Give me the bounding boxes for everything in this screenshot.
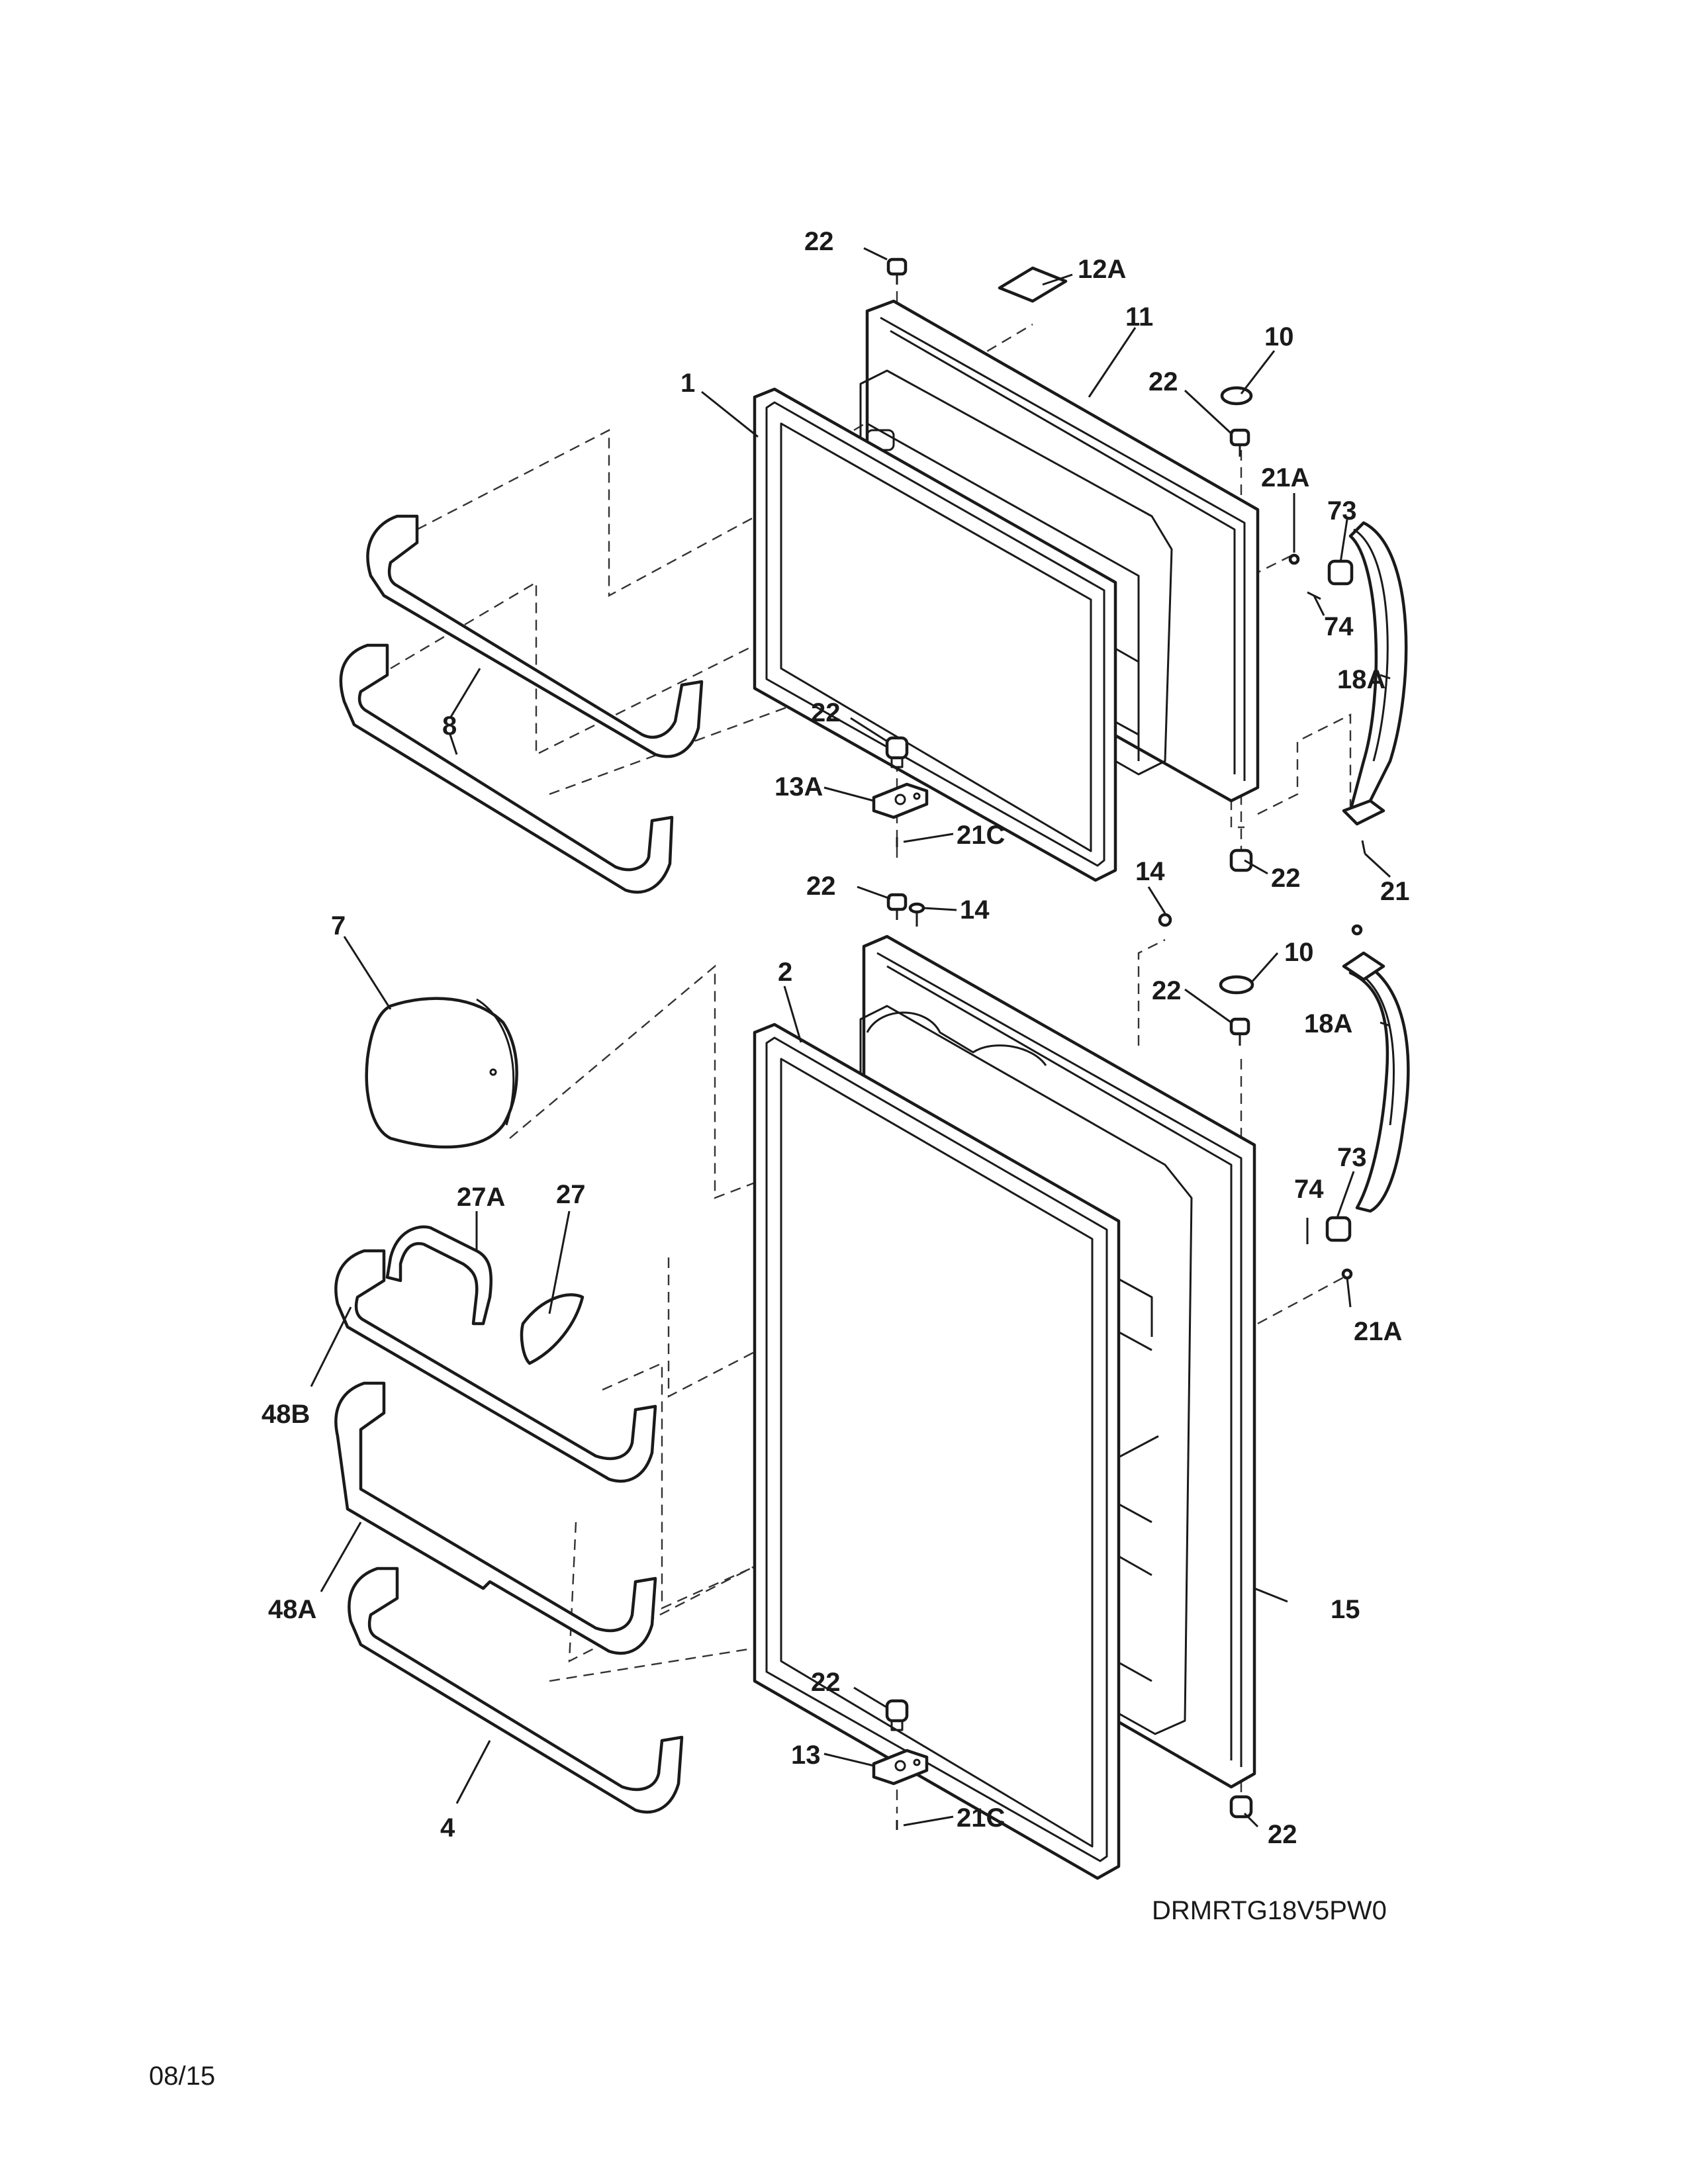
shelf-4 [348, 1567, 684, 1814]
handle-27a [385, 1225, 493, 1326]
bracket-73-upper [1327, 559, 1354, 586]
callout-22: 22 [1149, 367, 1178, 396]
callout-12a: 12A [1078, 255, 1126, 284]
callout-18a: 18A [1337, 665, 1385, 694]
bracket-73-lower [1325, 1216, 1352, 1242]
fresh-food-door-assembly [753, 893, 1410, 1880]
label-12a [998, 266, 1068, 303]
callout-10: 10 [1284, 938, 1314, 967]
screw-22-top-upper [886, 257, 908, 285]
callout-73: 73 [1337, 1143, 1367, 1172]
hinge-13a [872, 782, 929, 819]
callout-27a: 27A [457, 1183, 505, 1212]
callout-10: 10 [1264, 322, 1294, 351]
callout-21: 21 [1380, 877, 1410, 906]
hinge-pin-22-bottom-lower [1229, 1795, 1253, 1819]
screw-22-right-upper [1229, 428, 1250, 457]
callout-14: 14 [960, 895, 990, 925]
hinge-pin-22-lower [885, 1699, 909, 1731]
callout-73: 73 [1327, 496, 1357, 525]
callout-4: 4 [440, 1813, 455, 1843]
screw-21a-lower [1341, 1268, 1353, 1280]
callout-22: 22 [1271, 864, 1301, 893]
callout-1: 1 [680, 369, 695, 398]
callout-74: 74 [1294, 1175, 1324, 1204]
hinge-13 [872, 1749, 929, 1786]
callout-labels: 22 12A 11 10 22 1 21A 73 74 18A 8 22 13A… [261, 227, 1410, 1849]
callout-22: 22 [806, 872, 836, 901]
shelf-8-lower [339, 643, 674, 894]
screw-21-lower [1351, 924, 1363, 936]
handle-18a-lower [1342, 951, 1410, 1213]
callout-74: 74 [1324, 612, 1354, 641]
freezer-door-shelves [339, 514, 704, 894]
callout-22: 22 [811, 698, 841, 727]
callout-15: 15 [1331, 1595, 1360, 1624]
callout-13a: 13A [774, 772, 823, 801]
screw-22-right-lower [1229, 1017, 1250, 1046]
freezer-door-gasket [753, 387, 1117, 882]
diagram-code: DRMRTG18V5PW0 [1152, 1896, 1387, 1925]
screw-21-upper [1361, 840, 1366, 854]
callout-22: 22 [1268, 1820, 1297, 1849]
hinge-pin-22-upper [885, 736, 909, 768]
leader-lines [310, 247, 1391, 1828]
freezer-door-assembly [753, 257, 1408, 882]
callout-21a: 21A [1261, 463, 1309, 492]
callout-21a: 21A [1354, 1317, 1402, 1346]
callout-22: 22 [1152, 976, 1182, 1005]
screw-14-right [1158, 913, 1172, 927]
hinge-cap-10-upper [1220, 386, 1253, 406]
shelf-48a [334, 1381, 657, 1655]
screw-21a-upper [1288, 553, 1300, 565]
callout-21c: 21C [957, 821, 1005, 850]
clip-27 [520, 1293, 585, 1365]
hinge-pin-22-bottom-upper [1229, 848, 1253, 872]
callout-11: 11 [1125, 302, 1153, 332]
callout-14: 14 [1135, 857, 1165, 886]
callout-2: 2 [778, 958, 792, 987]
page-date: 08/15 [149, 2062, 215, 2091]
shelf-8-upper [366, 514, 704, 758]
callout-27: 27 [556, 1180, 586, 1209]
callout-18a: 18A [1304, 1009, 1352, 1038]
callout-8: 8 [442, 711, 457, 741]
callout-21c: 21C [957, 1803, 1005, 1833]
callout-48b: 48B [261, 1400, 310, 1429]
hinge-cap-10-lower [1219, 975, 1254, 995]
screw-22-top-lower [886, 893, 908, 920]
callout-22: 22 [804, 227, 834, 256]
callout-48a: 48A [268, 1595, 316, 1624]
handle-18a-upper [1342, 521, 1408, 826]
fresh-food-door-gasket [753, 1023, 1121, 1880]
dairy-door-7 [365, 997, 518, 1149]
callout-7: 7 [331, 911, 346, 940]
callout-13: 13 [791, 1741, 821, 1770]
screw-14-top-lower [908, 902, 925, 927]
callout-22: 22 [811, 1668, 841, 1697]
shelf-48b [334, 1249, 657, 1483]
shelves-lower [334, 1249, 684, 1814]
